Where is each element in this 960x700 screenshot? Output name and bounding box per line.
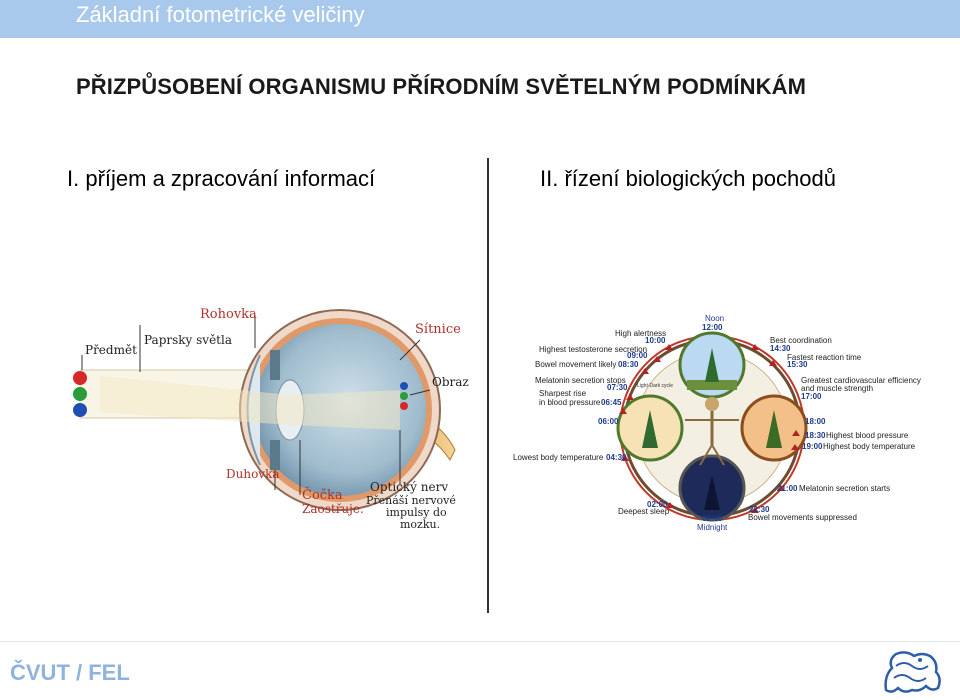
- event-time: 06:00: [598, 417, 619, 426]
- label-rohovka: Rohovka: [200, 307, 257, 322]
- event-label: Highest blood pressure: [826, 431, 909, 440]
- ctu-lion-logo-icon: [880, 646, 946, 696]
- circadian-clock: Noon 12:00 00:00 Midnight Light-Dark cyc…: [505, 310, 935, 535]
- object-blue-dot: [73, 403, 87, 417]
- event-label: Lowest body temperature: [513, 453, 604, 462]
- column-divider: [487, 158, 489, 613]
- label-sitnice: Sítnice: [415, 322, 461, 337]
- event-time: 21:00: [777, 484, 798, 493]
- noon-time: 12:00: [702, 323, 723, 332]
- midnight-label: Midnight: [697, 523, 728, 532]
- event-time: 17:00: [801, 392, 822, 401]
- label-zaostruje: Zaostřuje.: [302, 502, 364, 516]
- left-heading: I. příjem a zpracování informací: [67, 166, 375, 192]
- footer-divider: [0, 641, 960, 642]
- object-red-dot: [73, 371, 87, 385]
- event-label: Highest body temperature: [823, 442, 916, 451]
- header-bar: Základní fotometrické veličiny: [0, 0, 960, 38]
- label-prenasi-3: mozku.: [400, 518, 440, 531]
- label-obraz: Obraz: [432, 375, 469, 389]
- event-time: 14:30: [770, 344, 791, 353]
- event-time: 18:30: [805, 431, 826, 440]
- event-label: Melatonin secretion starts: [799, 484, 890, 493]
- label-paprsky: Paprsky světla: [144, 333, 232, 347]
- event-label-2: in blood pressure: [539, 398, 601, 407]
- event-label: Bowel movement likely: [535, 360, 616, 369]
- eye-diagram: Rohovka Paprsky světla Předmět Sítnice O…: [60, 300, 480, 535]
- event-time: 10:00: [645, 336, 666, 345]
- header-title: Základní fotometrické veličiny: [76, 2, 365, 28]
- event-label: Deepest sleep: [618, 507, 670, 516]
- footer-text: ČVUT / FEL: [10, 660, 130, 686]
- slide-title: PŘIZPŮSOBENÍ ORGANISMU PŘÍRODNÍM SVĚTELN…: [76, 74, 806, 100]
- event-time: 19:00: [802, 442, 823, 451]
- event-time: 08:30: [618, 360, 639, 369]
- event-time: 06:45: [601, 398, 622, 407]
- label-cocka: Čočka: [302, 486, 343, 503]
- event-label: Sharpest rise: [539, 389, 587, 398]
- object-green-dot: [73, 387, 87, 401]
- event-time: 18:00: [805, 417, 826, 426]
- event-time: 04:30: [606, 453, 627, 462]
- right-heading: II. řízení biologických pochodů: [540, 166, 836, 192]
- label-opticky-nerv: Optický nerv: [370, 480, 448, 494]
- event-time: 15:30: [787, 360, 808, 369]
- label-predmet: Předmět: [85, 343, 137, 357]
- event-time: 09:00: [627, 351, 648, 360]
- event-label: Bowel movements suppressed: [748, 513, 857, 522]
- label-duhovka: Duhovka: [226, 467, 280, 481]
- event-time: 07:30: [607, 383, 628, 392]
- midnight-time: 00:00: [702, 514, 723, 523]
- noon-label: Noon: [705, 314, 724, 323]
- cycle-label: Light-Dark cycle: [637, 383, 673, 389]
